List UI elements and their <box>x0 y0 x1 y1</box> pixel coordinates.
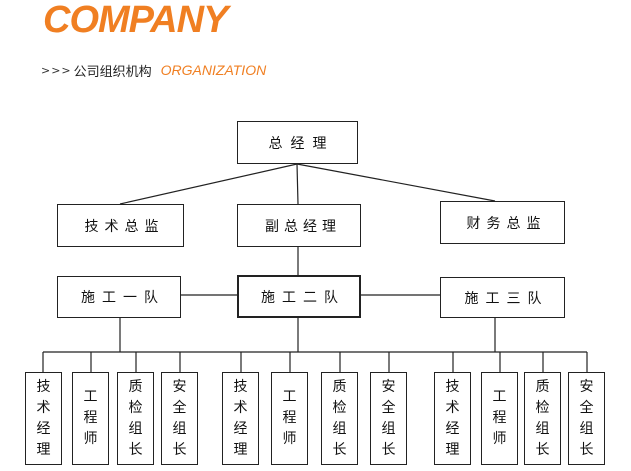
node-engineer: 工程师 <box>481 372 518 465</box>
heading-english: ORGANIZATION <box>160 62 267 78</box>
node-team-1: 施工一队 <box>57 276 181 318</box>
node-team-3: 施工三队 <box>440 277 565 318</box>
node-qc-leader: 质检组长 <box>321 372 358 465</box>
node-tech-manager: 技术经理 <box>25 372 62 465</box>
node-safety-leader: 安全组长 <box>370 372 407 465</box>
node-team-2: 施工二队 <box>237 275 361 318</box>
connector-ceo-tech <box>119 163 298 205</box>
company-logo-text: COMPANY <box>43 0 228 41</box>
heading-chinese: 公司组织机构 <box>73 64 152 80</box>
node-qc-leader: 质检组长 <box>117 372 154 465</box>
node-ceo: 总经理 <box>237 121 358 164</box>
node-tech-manager: 技术经理 <box>434 372 471 465</box>
node-safety-leader: 安全组长 <box>568 372 605 465</box>
arrow-bullets: >>> <box>41 63 72 77</box>
node-qc-leader: 质检组长 <box>524 372 561 465</box>
node-engineer: 工程师 <box>271 372 308 465</box>
section-heading: >>> 公司组织机构 ORGANIZATION <box>41 60 266 80</box>
node-finance-director: 财务总监 <box>440 201 565 244</box>
connector-ceo-finance <box>296 163 496 202</box>
node-tech-manager: 技术经理 <box>222 372 259 465</box>
node-deputy-gm: 副总经理 <box>237 204 361 247</box>
node-engineer: 工程师 <box>72 372 109 465</box>
connector-ceo-deputy <box>296 163 299 205</box>
node-tech-director: 技术总监 <box>57 204 184 247</box>
node-safety-leader: 安全组长 <box>161 372 198 465</box>
